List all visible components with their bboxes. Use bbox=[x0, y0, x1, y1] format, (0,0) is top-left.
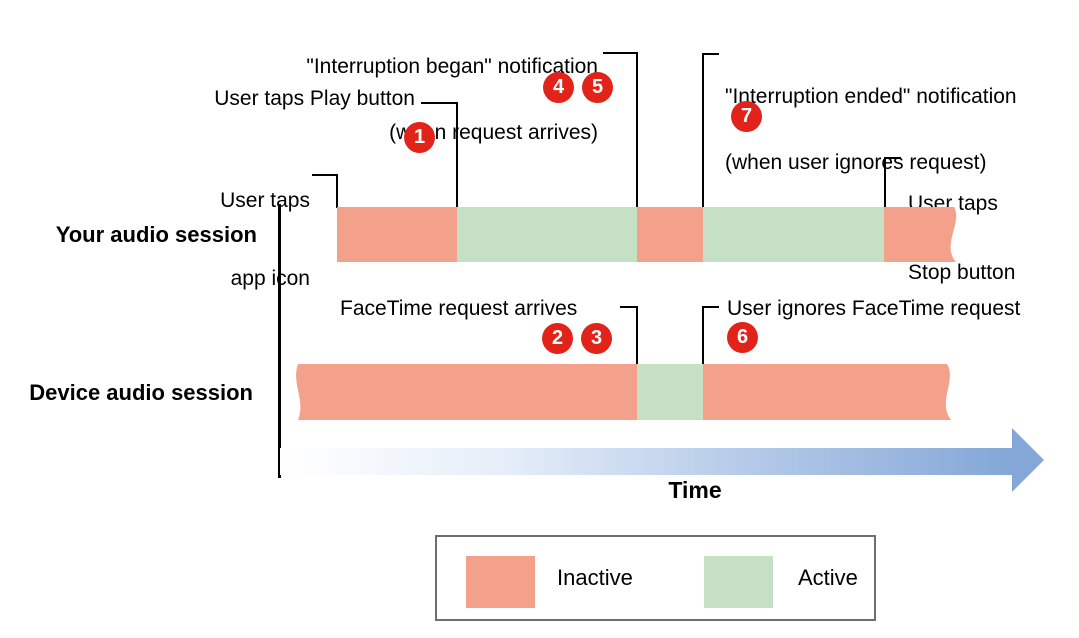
leader-play-h bbox=[421, 102, 458, 104]
your-segment-active-1 bbox=[457, 207, 637, 262]
leader-stop-h bbox=[884, 157, 901, 159]
leader-ignores-v bbox=[702, 306, 704, 364]
leader-ended-v bbox=[702, 53, 704, 208]
annotation-facetime-request: FaceTime request arrives bbox=[340, 297, 578, 320]
your-session-bar bbox=[337, 207, 957, 262]
your-segment-inactive-1 bbox=[337, 207, 457, 262]
step-marker-2: 2 bbox=[542, 323, 573, 354]
leader-stop-v bbox=[884, 157, 886, 208]
row-label-your-session: Your audio session bbox=[55, 222, 257, 247]
step-marker-4: 4 bbox=[543, 72, 574, 103]
your-segment-inactive-2 bbox=[637, 207, 703, 262]
legend-swatch-inactive bbox=[466, 556, 535, 608]
time-arrow-band bbox=[280, 448, 1012, 475]
leader-facetime-h bbox=[620, 306, 638, 308]
leader-app-icon-v bbox=[336, 174, 338, 208]
your-segment-active-2 bbox=[703, 207, 884, 262]
time-arrow-head bbox=[1012, 428, 1044, 492]
step-marker-7: 7 bbox=[731, 101, 762, 132]
leader-ended-h bbox=[702, 53, 719, 55]
device-session-bar bbox=[296, 364, 951, 420]
annotation-interruption-ended: "Interruption ended" notification (when … bbox=[725, 85, 1017, 174]
legend-swatch-active bbox=[704, 556, 773, 608]
leader-ignores-h bbox=[702, 306, 719, 308]
step-marker-5: 5 bbox=[582, 72, 613, 103]
step-marker-3: 3 bbox=[581, 323, 612, 354]
legend-label-inactive: Inactive bbox=[557, 565, 633, 590]
device-segment-inactive-1 bbox=[296, 364, 637, 420]
device-segment-active-1 bbox=[637, 364, 703, 420]
legend-box: Inactive Active bbox=[435, 535, 876, 621]
leader-app-icon-h bbox=[312, 174, 338, 176]
time-axis-label: Time bbox=[668, 477, 722, 503]
legend-label-active: Active bbox=[798, 565, 858, 590]
leader-began-h bbox=[603, 52, 638, 54]
annotation-user-taps-app-icon: User taps app icon bbox=[220, 189, 310, 290]
annotation-user-taps-play: User taps Play button bbox=[214, 87, 415, 110]
your-segment-inactive-3 bbox=[884, 207, 957, 262]
annotation-interruption-began: "Interruption began" notification (when … bbox=[306, 55, 598, 144]
leader-play-v bbox=[456, 102, 458, 208]
device-segment-inactive-2 bbox=[703, 364, 951, 420]
row-label-device-session: Device audio session bbox=[29, 380, 253, 405]
step-marker-1: 1 bbox=[404, 122, 435, 153]
session-axis-line bbox=[278, 204, 281, 478]
time-arrow bbox=[280, 428, 1044, 492]
leader-facetime-v bbox=[636, 306, 638, 364]
step-marker-6: 6 bbox=[727, 322, 758, 353]
leader-began-v bbox=[636, 52, 638, 208]
annotation-user-ignores: User ignores FaceTime request bbox=[727, 297, 1021, 320]
